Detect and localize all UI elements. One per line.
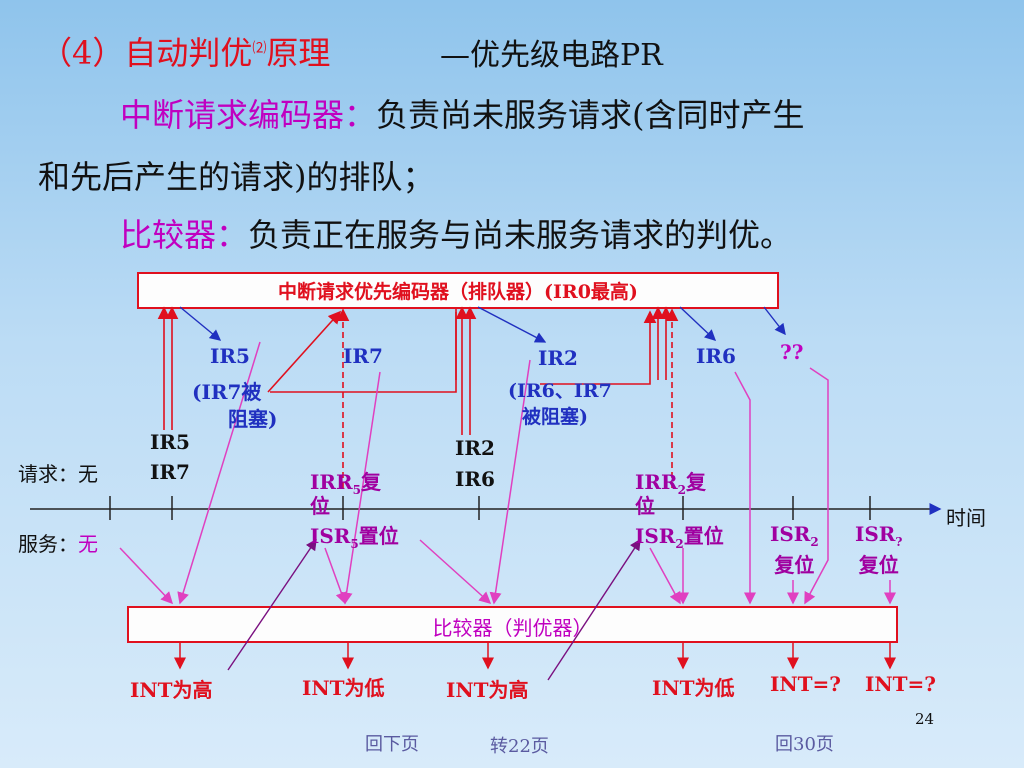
slide-title: （4）自动判优⑵原理 <box>40 28 330 74</box>
comparator-box: 比较器（判优器） <box>127 606 898 643</box>
isr2-text: ISR <box>635 524 676 548</box>
label-ir2-note: (IR6、IR7 <box>508 380 612 402</box>
int-output-arrows <box>174 641 896 670</box>
line-1: 中断请求编码器：负责尚未服务请求(含同时产生 <box>120 90 805 136</box>
line-3: 比较器：负责正在服务与尚未服务请求的判优。 <box>120 210 792 256</box>
comparator-desc: 负责正在服务与尚未服务请求的判优。 <box>248 216 793 254</box>
irr2-tail2: 位 <box>635 494 655 518</box>
isr2-set: ISR2置位 <box>635 520 724 551</box>
label-ir7: IR7 <box>343 344 383 368</box>
irr2-tail: 复 <box>685 470 706 494</box>
label-ir2-note2: 被阻塞) <box>522 406 588 428</box>
label-unknown: ?? <box>780 340 804 364</box>
irr2-reset: IRR2复 <box>635 466 706 497</box>
isrq-reset: ISR? 复位 <box>855 522 902 578</box>
isrq-text: ISR <box>855 522 896 546</box>
isr5-tail: 置位 <box>358 524 399 548</box>
request-arrows <box>157 306 673 435</box>
comparator-box-label: 比较器（判优器） <box>432 616 593 640</box>
int-output-2: INT为低 <box>302 676 385 700</box>
irr2-text: IRR <box>635 470 678 494</box>
service-label: 服务： <box>18 532 78 556</box>
title-sup: ⑵ <box>252 40 267 57</box>
int-output-1: INT为高 <box>130 678 213 702</box>
title-suffix: 原理 <box>266 34 331 72</box>
title-subtitle: —优先级电路PR <box>440 38 663 73</box>
isrq-sub: ? <box>895 535 903 549</box>
request-value: 无 <box>78 462 98 486</box>
isr2r-text: ISR <box>770 522 811 546</box>
isr2-tail: 置位 <box>683 524 724 548</box>
comparator-term: 比较器： <box>120 216 249 254</box>
req-ir6: IR6 <box>455 467 495 491</box>
irr5-sub: 5 <box>352 483 361 497</box>
title-prefix: （4）自动判优 <box>40 34 253 72</box>
label-ir5: IR5 <box>210 344 250 368</box>
int-output-6: INT=? <box>865 672 936 696</box>
isr2-sub: 2 <box>675 537 684 551</box>
irr2-sub: 2 <box>677 483 686 497</box>
encoder-desc: 负责尚未服务请求(含同时产生 <box>376 96 805 134</box>
isr2r-sub: 2 <box>810 535 819 549</box>
link-goto-22[interactable]: 转22页 <box>490 736 549 757</box>
isr2-reset: ISR2 复位 <box>770 522 819 578</box>
time-ticks <box>109 496 871 520</box>
isr5-text: ISR <box>310 524 351 548</box>
service-row: 服务：无 <box>18 528 98 557</box>
irr5-tail2: 位 <box>310 494 330 518</box>
label-ir5-note2: 阻塞) <box>228 407 278 431</box>
link-return-30[interactable]: 回30页 <box>775 734 834 755</box>
request-label: 请求： <box>18 462 78 486</box>
isr5-sub: 5 <box>350 537 359 551</box>
int-output-5: INT=? <box>770 672 841 696</box>
link-back[interactable]: 回下页 <box>365 734 419 755</box>
line-2: 和先后产生的请求)的排队； <box>38 158 435 196</box>
req-ir2: IR2 <box>455 436 495 460</box>
request-row: 请求：无 <box>18 458 98 487</box>
req-ir7: IR7 <box>150 460 190 484</box>
encoder-output-arrows <box>179 306 786 343</box>
req-ir5: IR5 <box>150 430 190 454</box>
isr2r-tail: 复位 <box>774 553 815 577</box>
encoder-box-label: 中断请求优先编码器（排队器）(IR0最高) <box>278 281 638 303</box>
time-label: 时间 <box>946 506 986 530</box>
irr5-text: IRR <box>310 470 353 494</box>
irr5-tail: 复 <box>360 470 381 494</box>
label-ir6: IR6 <box>696 344 736 368</box>
label-ir5-note: (IR7被 <box>192 380 262 404</box>
int-output-4: INT为低 <box>652 676 735 700</box>
irr5-reset: IRR5复 <box>310 466 381 497</box>
page-number: 24 <box>915 710 935 728</box>
label-ir2: IR2 <box>538 346 578 370</box>
feedback-lines <box>227 538 641 681</box>
int-output-3: INT为高 <box>446 678 529 702</box>
isr5-set: ISR5置位 <box>310 520 399 551</box>
service-value: 无 <box>78 532 98 556</box>
isrq-tail: 复位 <box>858 553 899 577</box>
encoder-term: 中断请求编码器： <box>120 96 377 134</box>
comparator-input-lines <box>119 341 896 605</box>
